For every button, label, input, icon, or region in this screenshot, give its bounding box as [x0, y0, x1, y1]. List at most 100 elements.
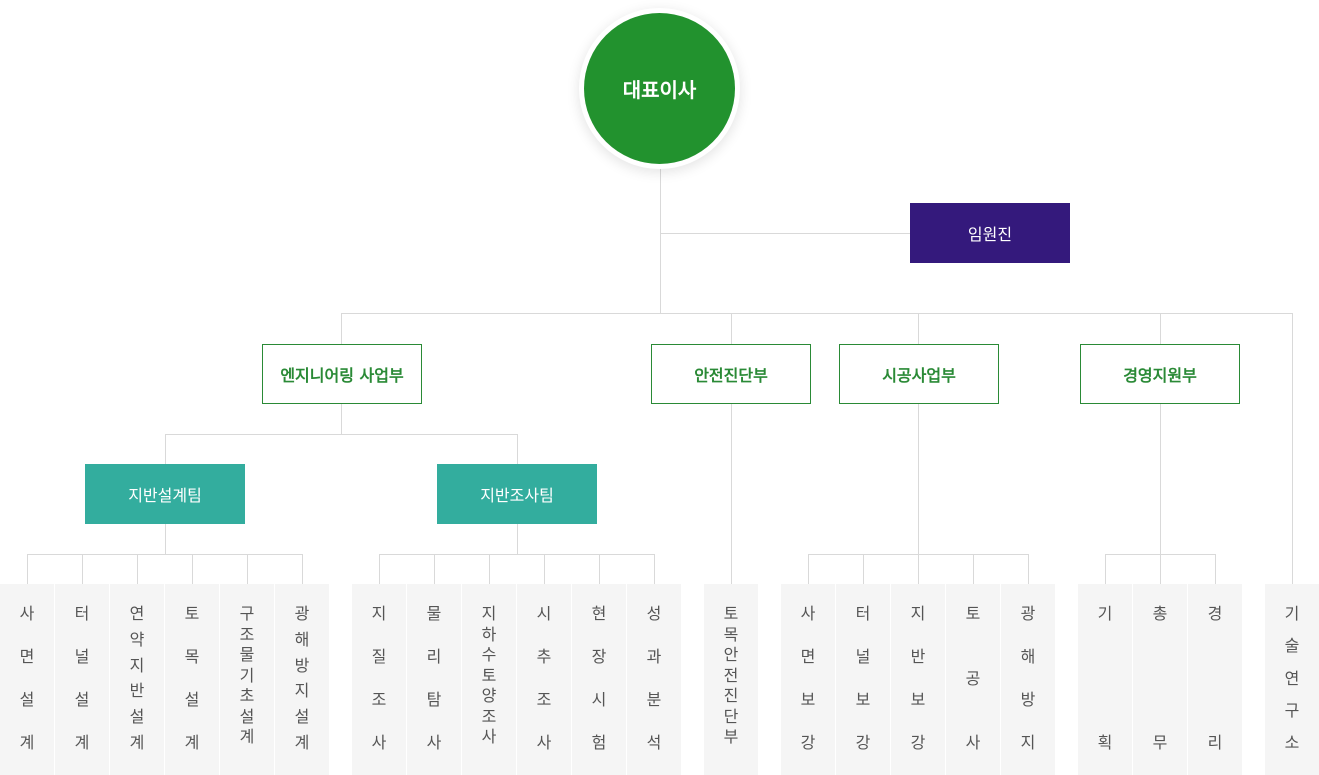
unit-char: 사 [481, 727, 497, 746]
unit-char: 널 [855, 647, 871, 666]
unit-char: 구 [239, 604, 255, 623]
unit-char: 기 [1284, 604, 1300, 623]
ground-design-team-node: 지반설계팀 [85, 464, 245, 524]
unit-char: 설 [74, 690, 90, 709]
unit-char: 공 [965, 668, 981, 688]
unit-char: 과 [646, 647, 662, 666]
unit-char: 강 [855, 733, 871, 752]
unit-char [1157, 647, 1162, 667]
unit-char: 계 [19, 733, 35, 752]
unit-char: 시 [536, 604, 552, 623]
unit-char: 해 [1020, 647, 1036, 666]
management-dept-node: 경영지원부 [1080, 344, 1240, 404]
unit-char: 경 [1207, 604, 1223, 623]
unit-char: 물 [239, 645, 255, 664]
unit-char: 조 [481, 706, 497, 726]
unit-char: 강 [800, 733, 816, 752]
unit-char [1212, 690, 1217, 710]
unit-char: 반 [129, 681, 145, 701]
engineering-dept-node: 엔지니어링 사업부 [262, 344, 422, 404]
unit-char: 초 [239, 686, 255, 705]
unit-char: 수 [481, 645, 497, 664]
unit-char: 현 [591, 604, 607, 623]
unit-char: 토 [481, 665, 497, 685]
unit-char: 조 [371, 690, 387, 709]
unit-char: 하 [481, 624, 497, 644]
unit-char: 부 [723, 727, 739, 746]
unit-char: 보 [800, 690, 816, 709]
unit-char: 방 [294, 655, 310, 675]
unit-char: 연 [129, 604, 145, 623]
unit-char: 기 [239, 665, 255, 685]
unit-char [1212, 647, 1217, 667]
unit-char: 추 [536, 647, 552, 666]
unit-char: 면 [800, 647, 816, 666]
unit-char: 사 [965, 733, 981, 752]
unit-char: 지 [371, 604, 387, 623]
unit-box: 기 획 [1078, 584, 1132, 775]
unit-char: 조 [536, 690, 552, 709]
unit-char: 해 [294, 629, 310, 649]
unit-char: 계 [129, 732, 145, 752]
unit-char: 토 [723, 604, 739, 623]
unit-char: 토 [184, 604, 200, 623]
unit-char: 터 [74, 604, 90, 623]
unit-char: 토 [965, 604, 981, 623]
unit-char: 탐 [426, 690, 442, 709]
unit-char: 무 [1152, 733, 1168, 752]
unit-char: 사 [800, 604, 816, 623]
unit-char: 지 [481, 604, 497, 623]
unit-box: 총 무 [1133, 584, 1187, 775]
unit-char: 리 [426, 647, 442, 666]
unit-char: 분 [646, 690, 662, 709]
unit-char: 설 [294, 707, 310, 727]
unit-char: 계 [74, 733, 90, 752]
unit-char: 조 [239, 624, 255, 644]
unit-char: 시 [591, 690, 607, 709]
unit-char: 험 [591, 733, 607, 752]
unit-char: 사 [536, 733, 552, 752]
unit-char: 강 [910, 733, 926, 752]
unit-char: 총 [1152, 604, 1168, 623]
unit-char: 지 [1020, 733, 1036, 752]
unit-char [1102, 647, 1107, 667]
construction-dept-node: 시공사업부 [839, 344, 999, 404]
unit-char: 장 [591, 647, 607, 666]
unit-char: 술 [1284, 636, 1300, 656]
unit-char: 설 [19, 690, 35, 709]
unit-char: 설 [184, 690, 200, 709]
unit-char: 전 [723, 665, 739, 685]
unit-char: 광 [1020, 604, 1036, 623]
unit-char: 터 [855, 604, 871, 623]
unit-char: 지 [910, 604, 926, 623]
unit-char: 설 [239, 706, 255, 726]
unit-char: 물 [426, 604, 442, 623]
unit-char: 진 [723, 686, 739, 705]
ground-survey-team-node: 지반조사팀 [437, 464, 597, 524]
unit-char: 연 [1284, 668, 1300, 688]
unit-char: 보 [855, 690, 871, 709]
unit-char: 널 [74, 647, 90, 666]
unit-char: 목 [723, 624, 739, 644]
unit-char: 설 [129, 707, 145, 727]
unit-char: 사 [426, 733, 442, 752]
unit-char: 계 [184, 733, 200, 752]
unit-char: 지 [129, 655, 145, 675]
unit-char: 반 [910, 647, 926, 666]
unit-char: 소 [1284, 733, 1300, 752]
unit-box: 경 리 [1188, 584, 1242, 775]
